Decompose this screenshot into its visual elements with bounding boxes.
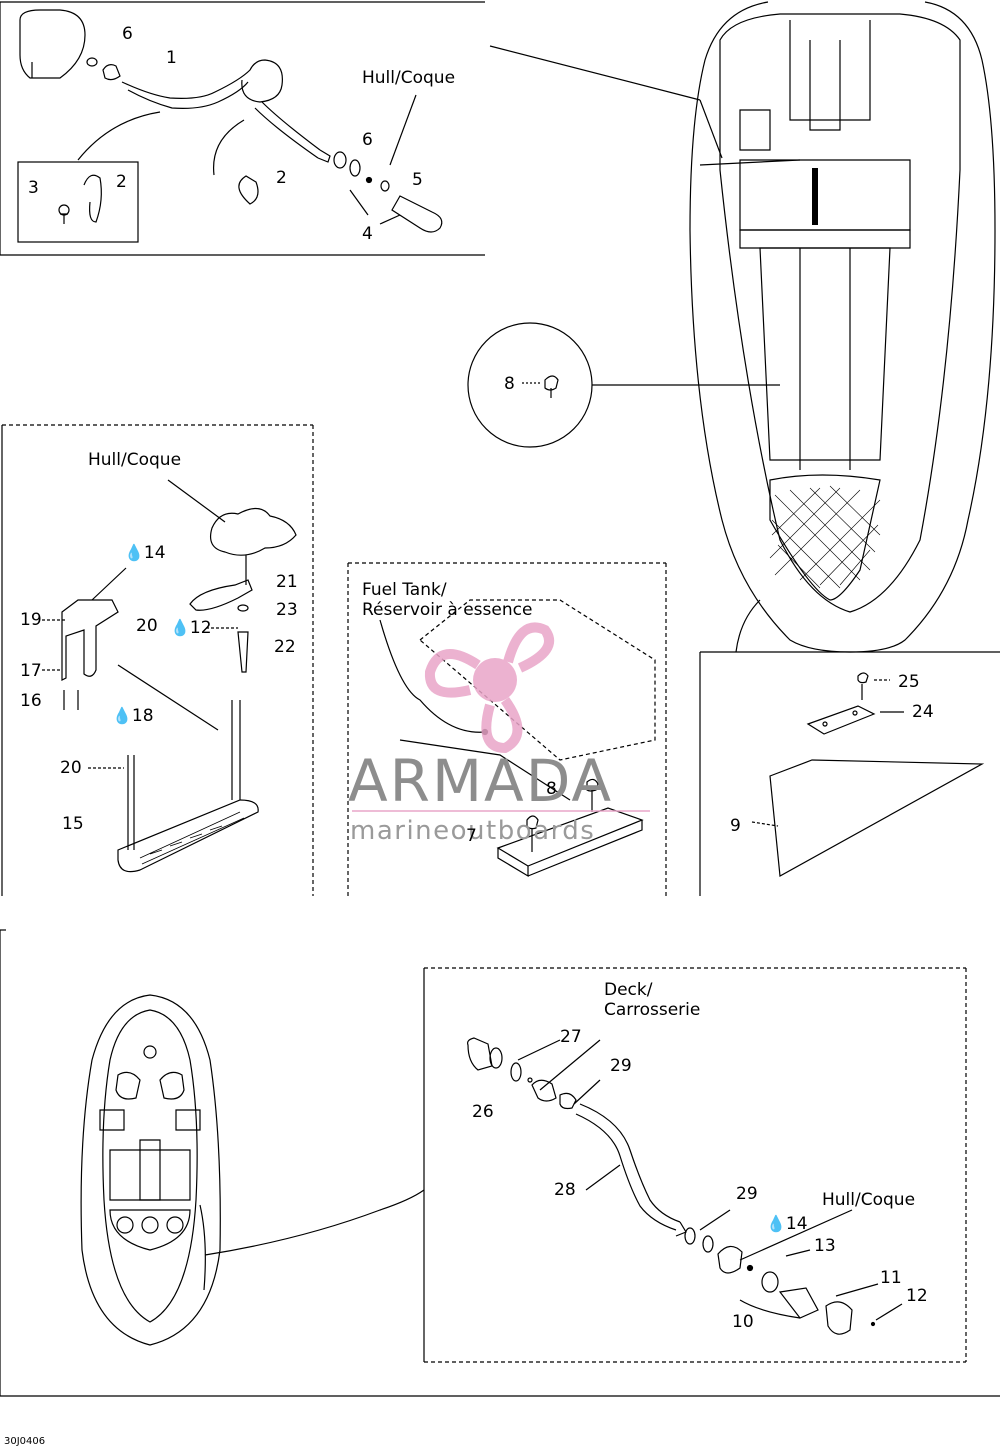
fuel-tank-detail [379, 599, 656, 878]
callout-9: 9 [730, 816, 741, 836]
callout-4: 4 [362, 224, 373, 244]
callout-26: 26 [472, 1102, 494, 1122]
panel-bottom-frame [0, 929, 1000, 1397]
callout-21: 21 [276, 572, 298, 592]
detail-circle [467, 322, 593, 448]
label-hull-top: Hull/Coque [362, 68, 456, 88]
callout-6-right: 6 [362, 130, 373, 150]
callout-27: 27 [560, 1027, 582, 1047]
callout-12-left: 💧12 [170, 618, 212, 638]
callout-22: 22 [274, 637, 296, 657]
callout-6-top: 6 [122, 24, 133, 44]
label-fuel-tank-line1: Fuel Tank/ [362, 580, 447, 600]
drop-icon: 💧 [112, 706, 132, 725]
callout-29-bottom: 29 [736, 1184, 758, 1204]
drop-icon: 💧 [170, 618, 190, 637]
callout-8-tank: 8 [546, 779, 557, 799]
callout-17: 17 [20, 661, 42, 681]
callout-5: 5 [412, 170, 423, 190]
panel-mid-left-frame [2, 424, 314, 896]
callout-7: 7 [466, 826, 477, 846]
drop-icon: 💧 [766, 1214, 786, 1233]
panel-fuel-tank-frame [347, 562, 667, 896]
label-deck-line1: Deck/ [604, 980, 653, 1000]
label-hull-bottom: Hull/Coque [822, 1190, 916, 1210]
callout-23: 23 [276, 600, 298, 620]
callout-28: 28 [554, 1180, 576, 1200]
drop-icon: 💧 [124, 543, 144, 562]
callout-20-bracket: 20 [136, 616, 158, 636]
label-deck-line2: Carrosserie [604, 1000, 701, 1020]
watermark-brand: ARMADA [348, 747, 614, 815]
callout-18: 💧18 [112, 706, 154, 726]
callout-14-deck: 💧14 [766, 1214, 808, 1234]
panel-right-frame [699, 651, 1000, 896]
grill-slots [139, 811, 245, 865]
hull-cross-hatch [769, 485, 881, 589]
callout-12-deck: 12 [906, 1286, 928, 1306]
right-panel-parts [751, 672, 985, 877]
watermark-tagline: marineoutboards [350, 816, 596, 846]
bracket-assembly [42, 479, 297, 873]
callout-16: 16 [20, 691, 42, 711]
callout-10: 10 [732, 1312, 754, 1332]
callout-3: 3 [28, 178, 39, 198]
callout-25: 25 [898, 672, 920, 692]
callout-2-right: 2 [276, 168, 287, 188]
callout-1: 1 [166, 48, 177, 68]
callout-20-grill: 20 [60, 758, 82, 778]
callout-2-box: 2 [116, 172, 127, 192]
callout-29-top: 29 [610, 1056, 632, 1076]
callout-14-left: 💧14 [124, 543, 166, 563]
label-hull-left: Hull/Coque [88, 450, 182, 470]
callout-19: 19 [20, 610, 42, 630]
panel-deck-frame [424, 967, 967, 1363]
watercraft-deck-view [80, 994, 425, 1346]
label-fuel-tank-line2: Réservoir à essence [362, 600, 533, 620]
callout-8-circle: 8 [504, 374, 515, 394]
watercraft-hull-top-view [689, 1, 996, 653]
vent-hose-assembly [19, 9, 723, 233]
armada-logo-propeller [424, 622, 555, 754]
callout-24: 24 [912, 702, 934, 722]
deck-vent-hose [467, 1037, 903, 1335]
diagram-code: 30J0406 [4, 1436, 46, 1447]
callout-11: 11 [880, 1268, 902, 1288]
panel-top-left-frame [0, 1, 485, 256]
callout-13: 13 [814, 1236, 836, 1256]
callout-15: 15 [62, 814, 84, 834]
